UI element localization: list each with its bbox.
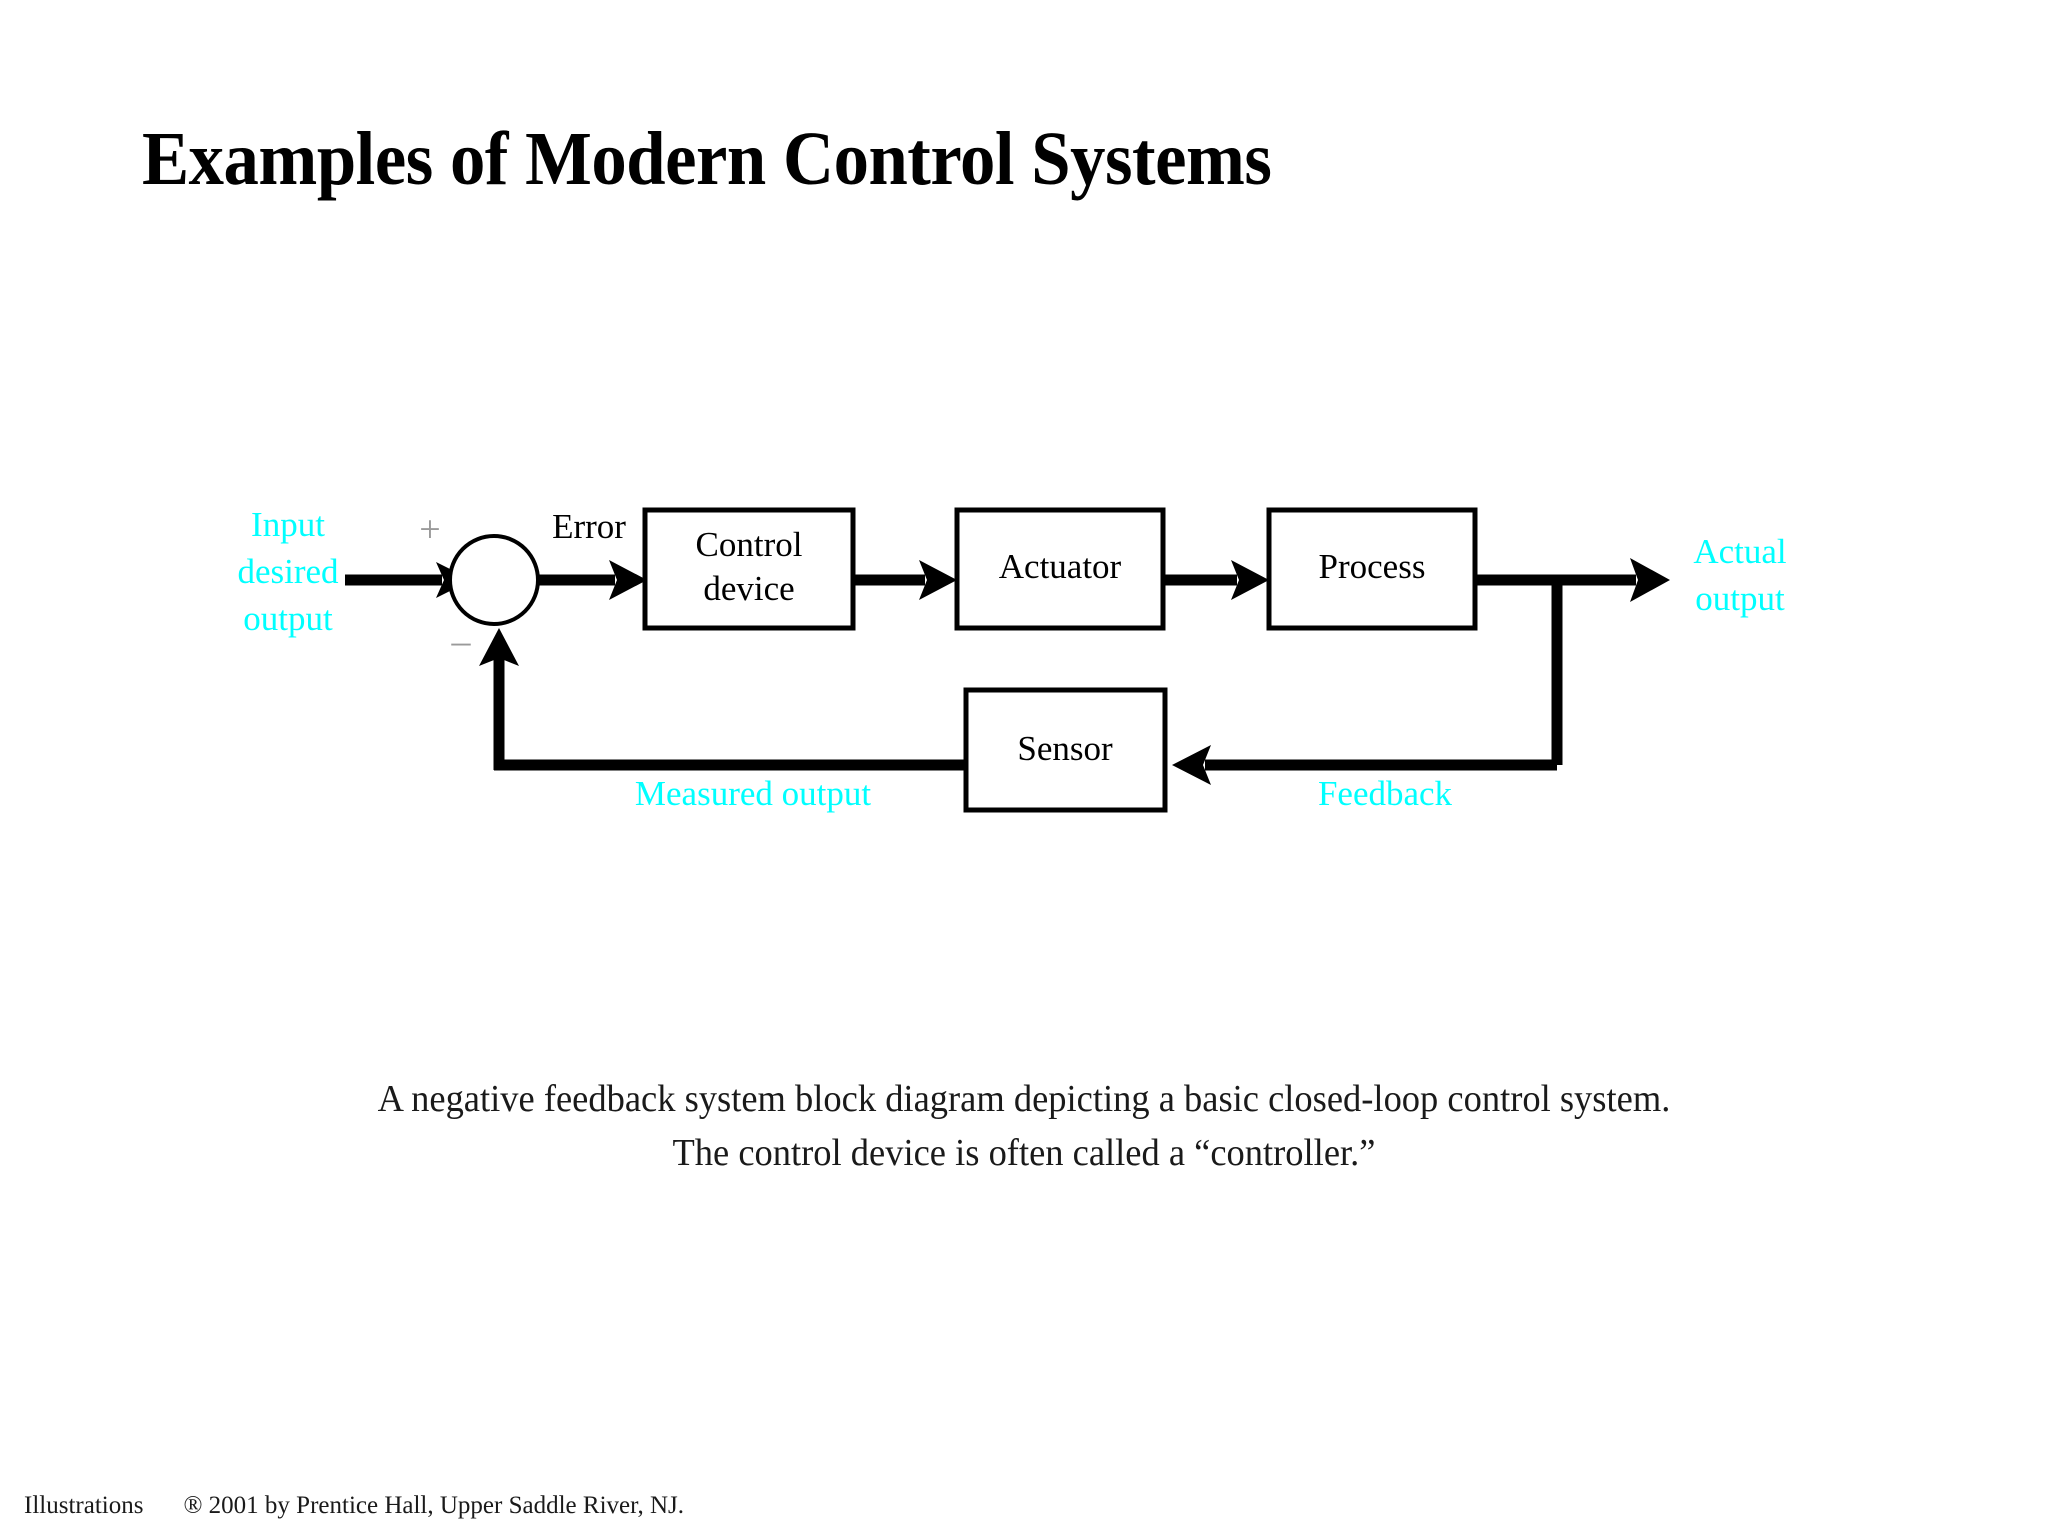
signal-label-measured-output: Measured output [635, 774, 871, 813]
summing-junction [448, 534, 540, 626]
signal-label-input-line3: output [243, 599, 333, 638]
signal-label-input-line2: desired [237, 552, 339, 591]
negative-feedback-block-diagram: + – Error Control device Actuator Proces… [237, 505, 1787, 813]
block-process [1266, 507, 1478, 631]
arrowhead-error [609, 560, 647, 600]
block-label-control-device-line2: device [703, 569, 794, 608]
summing-minus-sign: – [451, 621, 472, 663]
slide-footer: Illustrations ® 2001 by Prentice Hall, U… [24, 1492, 1224, 1520]
signal-label-input-line1: Input [251, 505, 325, 544]
block-label-process: Process [1319, 547, 1426, 586]
block-sensor [963, 687, 1168, 813]
signal-label-actual-output-line1: Actual [1693, 532, 1787, 571]
summing-plus-sign: + [419, 509, 440, 551]
arrowhead-actuator-in [919, 560, 957, 600]
signal-label-feedback: Feedback [1318, 774, 1453, 813]
caption-line-2: The control device is often called a “co… [672, 1132, 1376, 1174]
footer-copyright: ® 2001 by Prentice Hall, Upper Saddle Ri… [183, 1492, 684, 1519]
signal-label-error: Error [552, 507, 626, 546]
block-control-device [642, 507, 856, 631]
block-actuator [954, 507, 1166, 631]
block-label-sensor: Sensor [1017, 729, 1113, 768]
block-label-actuator: Actuator [999, 547, 1122, 586]
arrowhead-actual-output [1630, 558, 1670, 602]
figure-caption: A negative feedback system block diagram… [0, 1072, 2048, 1180]
signal-label-actual-output-line2: output [1695, 579, 1785, 618]
block-label-control-device-line1: Control [696, 525, 803, 564]
footer-illustrations-label: Illustrations [24, 1492, 144, 1519]
block-diagram-figure: + – Error Control device Actuator Proces… [0, 440, 2048, 860]
page-title: Examples of Modern Control Systems [142, 117, 1272, 201]
arrowhead-summing-in [479, 628, 519, 666]
arrowhead-sensor-in [1172, 745, 1211, 785]
arrowhead-process-in [1231, 560, 1269, 600]
caption-line-1: A negative feedback system block diagram… [377, 1078, 1671, 1120]
